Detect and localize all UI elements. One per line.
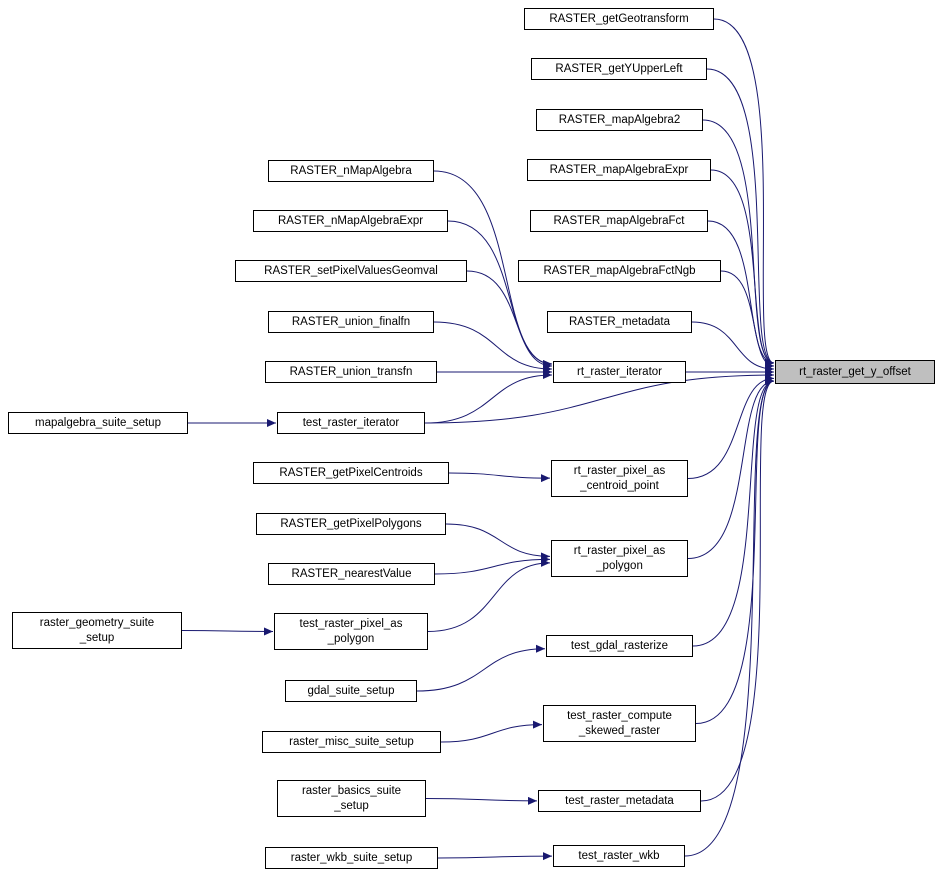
call-edge-RASTER_metadata-to-rt_raster_get_y_offset: [691, 321, 775, 373]
call-edge-rt_raster_pixel_as_polygon-to-rt_raster_get_y_offset: [687, 377, 775, 559]
call-edge-test_raster_wkb-to-rt_raster_get_y_offset: [684, 377, 775, 857]
call-edge-test_raster_iterator-to-rt_raster_iterator: [424, 371, 553, 424]
call-edge-test_raster_metadata-to-rt_raster_get_y_offset: [700, 377, 775, 802]
graph-node-RASTER_mapAlgebraFctNgb[interactable]: RASTER_mapAlgebraFctNgb: [518, 260, 721, 282]
graph-node-RASTER_getPixelCentroids[interactable]: RASTER_getPixelCentroids: [253, 462, 449, 484]
graph-node-RASTER_nearestValue[interactable]: RASTER_nearestValue: [268, 563, 435, 585]
graph-node-RASTER_mapAlgebra2[interactable]: RASTER_mapAlgebra2: [536, 109, 703, 131]
graph-node-rt_raster_get_y_offset[interactable]: rt_raster_get_y_offset: [775, 360, 935, 384]
graph-node-rt_raster_pixel_as_polygon[interactable]: rt_raster_pixel_as _polygon: [551, 540, 688, 577]
call-edge-RASTER_mapAlgebraExpr-to-rt_raster_get_y_offset: [710, 169, 775, 367]
graph-node-RASTER_mapAlgebraExpr[interactable]: RASTER_mapAlgebraExpr: [527, 159, 711, 181]
call-edge-RASTER_setPixelValuesGeomval-to-rt_raster_iterator: [466, 270, 553, 370]
call-edge-RASTER_mapAlgebraFctNgb-to-rt_raster_get_y_offset: [720, 270, 775, 370]
call-edge-test_raster_iterator-to-rt_raster_get_y_offset: [424, 371, 775, 424]
call-edge-raster_misc_suite_setup-to-test_raster_compute_skewed_raster: [440, 720, 543, 743]
call-edge-RASTER_nearestValue-to-rt_raster_pixel_as_polygon: [434, 555, 551, 575]
call-edge-RASTER_nMapAlgebraExpr-to-rt_raster_iterator: [447, 220, 553, 368]
graph-node-RASTER_nMapAlgebra[interactable]: RASTER_nMapAlgebra: [268, 160, 434, 182]
graph-node-RASTER_getGeotransform[interactable]: RASTER_getGeotransform: [524, 8, 714, 30]
graph-node-raster_basics_suite_setup[interactable]: raster_basics_suite _setup: [277, 780, 426, 817]
graph-node-RASTER_getYUpperLeft[interactable]: RASTER_getYUpperLeft: [531, 58, 707, 80]
graph-node-test_raster_iterator[interactable]: test_raster_iterator: [277, 412, 425, 434]
call-edge-raster_wkb_suite_setup-to-test_raster_wkb: [437, 852, 553, 861]
call-edge-RASTER_getGeotransform-to-rt_raster_get_y_offset: [713, 18, 775, 367]
graph-node-raster_misc_suite_setup[interactable]: raster_misc_suite_setup: [262, 731, 441, 753]
call-edge-test_gdal_rasterize-to-rt_raster_get_y_offset: [692, 377, 775, 647]
graph-node-rt_raster_pixel_as_centroid_point[interactable]: rt_raster_pixel_as _centroid_point: [551, 460, 688, 497]
call-edge-RASTER_getPixelPolygons-to-rt_raster_pixel_as_polygon: [445, 523, 551, 561]
graph-node-raster_wkb_suite_setup[interactable]: raster_wkb_suite_setup: [265, 847, 438, 869]
graph-node-gdal_suite_setup[interactable]: gdal_suite_setup: [285, 680, 417, 702]
call-edge-RASTER_union_finalfn-to-rt_raster_iterator: [433, 321, 553, 373]
call-edge-rt_raster_pixel_as_centroid_point-to-rt_raster_get_y_offset: [687, 374, 775, 479]
call-edge-RASTER_getYUpperLeft-to-rt_raster_get_y_offset: [706, 68, 775, 367]
graph-node-test_raster_metadata[interactable]: test_raster_metadata: [538, 790, 701, 812]
call-edge-RASTER_getPixelCentroids-to-rt_raster_pixel_as_centroid_point: [448, 472, 551, 483]
graph-node-RASTER_mapAlgebraFct[interactable]: RASTER_mapAlgebraFct: [530, 210, 708, 232]
graph-node-test_raster_pixel_as_polygon[interactable]: test_raster_pixel_as _polygon: [274, 613, 428, 650]
graph-node-RASTER_metadata[interactable]: RASTER_metadata: [547, 311, 692, 333]
graph-node-test_gdal_rasterize[interactable]: test_gdal_rasterize: [546, 635, 693, 657]
graph-node-mapalgebra_suite_setup[interactable]: mapalgebra_suite_setup: [8, 412, 188, 434]
graph-node-raster_geometry_suite_setup[interactable]: raster_geometry_suite _setup: [12, 612, 182, 649]
graph-node-test_raster_compute_skewed_raster[interactable]: test_raster_compute _skewed_raster: [543, 705, 696, 742]
graph-node-rt_raster_iterator[interactable]: rt_raster_iterator: [553, 361, 686, 383]
graph-node-RASTER_nMapAlgebraExpr[interactable]: RASTER_nMapAlgebraExpr: [253, 210, 448, 232]
graph-node-RASTER_union_finalfn[interactable]: RASTER_union_finalfn: [268, 311, 434, 333]
graph-node-RASTER_getPixelPolygons[interactable]: RASTER_getPixelPolygons: [256, 513, 446, 535]
graph-node-RASTER_setPixelValuesGeomval[interactable]: RASTER_setPixelValuesGeomval: [235, 260, 467, 282]
call-edge-raster_basics_suite_setup-to-test_raster_metadata: [425, 796, 538, 805]
graph-node-RASTER_union_transfn[interactable]: RASTER_union_transfn: [265, 361, 437, 383]
call-edge-RASTER_mapAlgebraFct-to-rt_raster_get_y_offset: [707, 220, 775, 367]
call-edge-raster_geometry_suite_setup-to-test_raster_pixel_as_polygon: [181, 627, 274, 636]
graph-node-test_raster_wkb[interactable]: test_raster_wkb: [553, 845, 685, 867]
call-edge-test_raster_pixel_as_polygon-to-rt_raster_pixel_as_polygon: [427, 558, 551, 632]
call-edge-gdal_suite_setup-to-test_gdal_rasterize: [416, 644, 546, 692]
